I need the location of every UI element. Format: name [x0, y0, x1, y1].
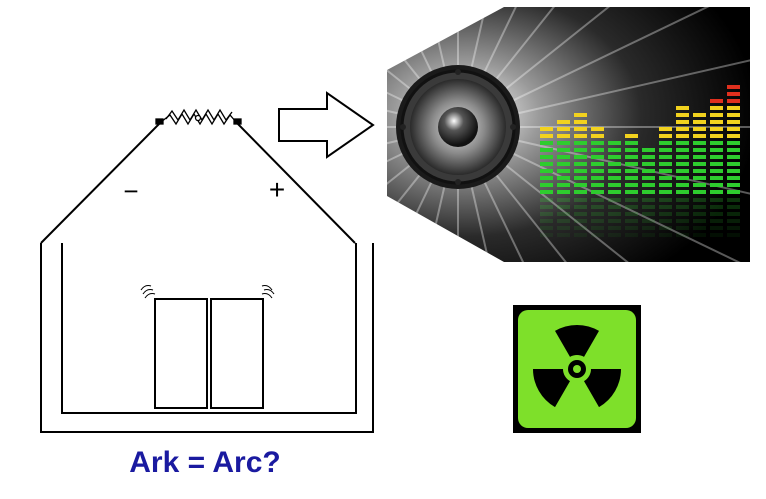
radiation-trefoil-icon: [533, 325, 621, 408]
tablet-left: [154, 298, 208, 409]
ark-diagram: [40, 121, 374, 433]
plus-sign: +: [269, 174, 285, 205]
ark-left-roof: [40, 121, 162, 244]
speaker-with-equalizer-icon: [387, 7, 750, 262]
tablet-right: [210, 298, 264, 409]
ark-inner-wall: [61, 243, 357, 414]
caption: Ark = Arc?: [129, 446, 281, 479]
glow-marks-left: [140, 284, 156, 299]
spark-gap-icon: [155, 108, 242, 126]
ark-right-roof: [235, 121, 356, 244]
ark-outer-outline: [40, 243, 374, 433]
glow-marks-right: [261, 284, 275, 299]
radiation-hazard-icon: [513, 305, 641, 433]
right-arrow-icon: [278, 91, 375, 159]
minus-sign: −: [123, 176, 138, 206]
